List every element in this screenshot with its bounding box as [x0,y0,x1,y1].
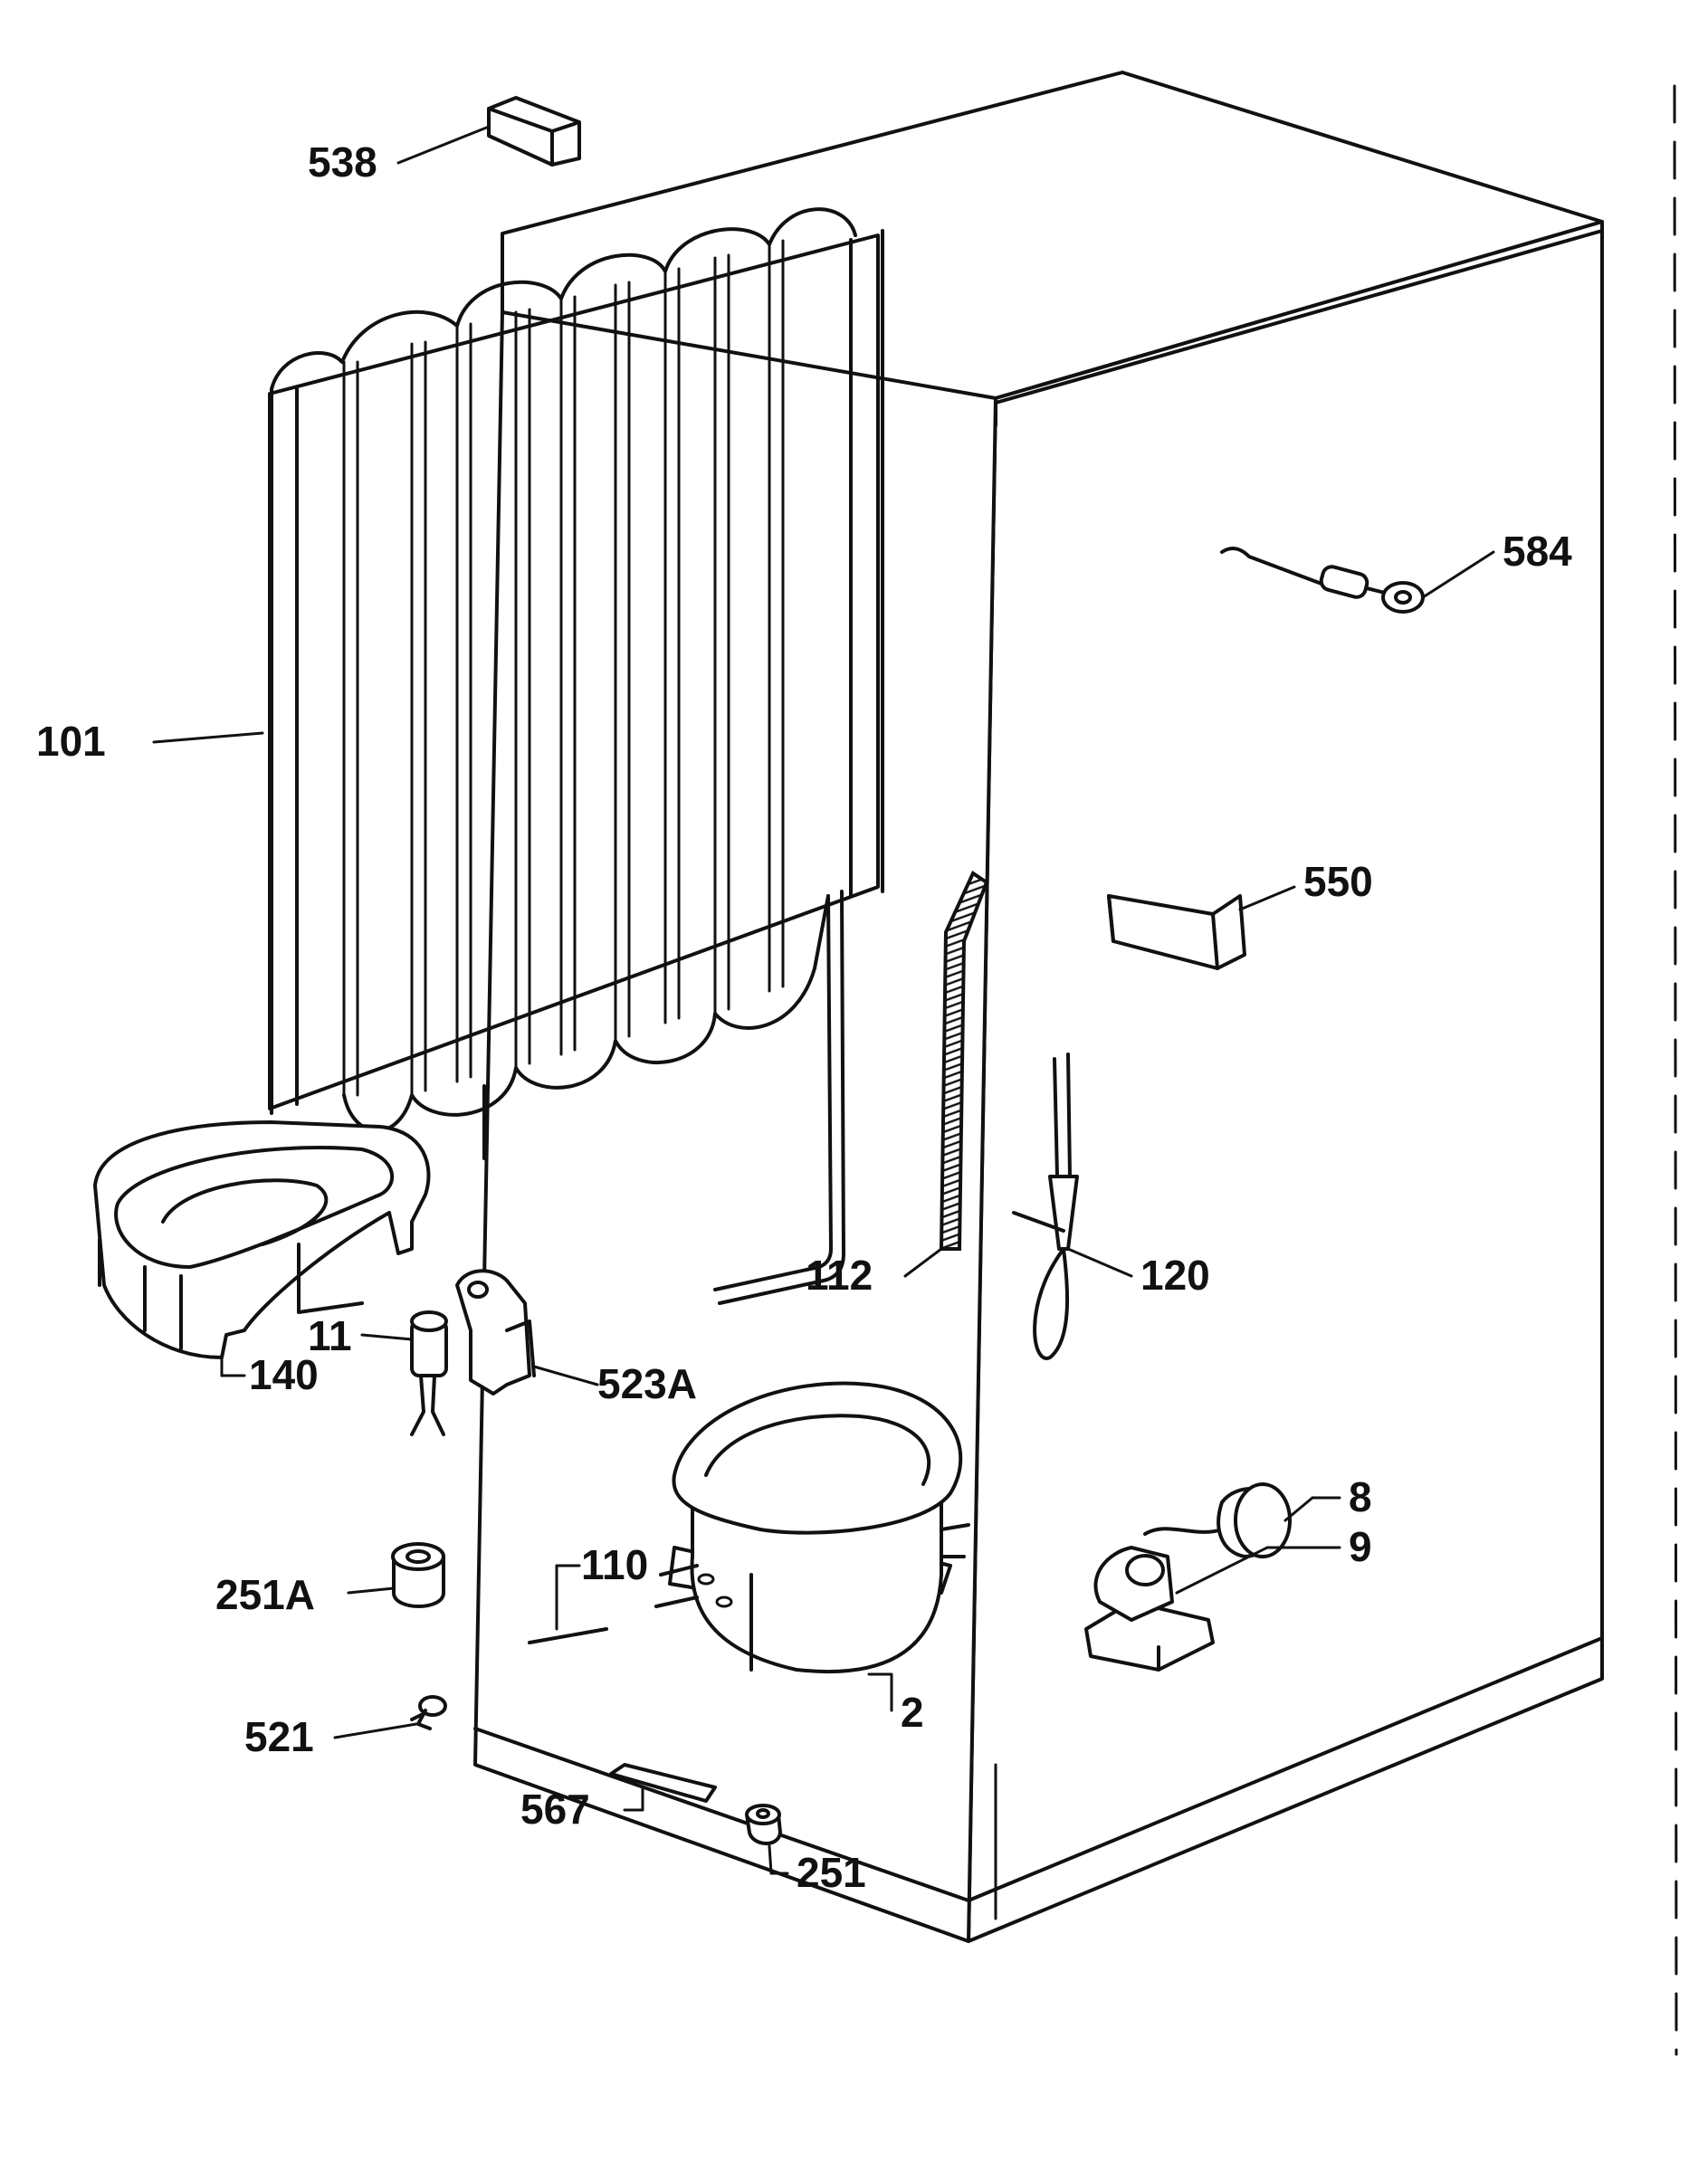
leader-lines [152,731,264,744]
label-251: 251 [797,1849,866,1896]
label-550: 550 [1303,858,1373,905]
part-9-starter [1084,1546,1341,1672]
part-251a-grommet [347,1542,445,1608]
label-101: 101 [36,718,106,765]
part-110-tube [528,1564,608,1644]
part-550-bracket [1107,885,1296,970]
label-120: 120 [1140,1252,1210,1299]
label-567: 567 [520,1786,590,1833]
label-112: 112 [806,1252,873,1299]
label-251a: 251A [215,1571,315,1618]
part-567-plate [609,1763,717,1812]
part-labels: 538 584 101 550 112 120 140 11 523A 8 9 … [36,138,1572,1896]
label-9: 9 [1349,1523,1372,1570]
part-584-cable [1220,547,1495,614]
label-584: 584 [1503,528,1572,575]
label-140: 140 [249,1351,319,1398]
label-11: 11 [308,1312,352,1359]
label-538: 538 [308,138,377,186]
part-120-thermostat [1012,1053,1133,1360]
part-523a-bracket [455,1269,599,1396]
part-8-overload [1143,1482,1341,1558]
label-521: 521 [244,1713,314,1760]
part-538-clip [396,96,581,167]
part-251-nut [745,1804,789,1875]
label-110: 110 [581,1541,648,1588]
label-523a: 523A [597,1360,697,1407]
condenser-coil [268,207,884,1305]
part-521-screw [333,1695,447,1739]
part-11-relay [360,1310,448,1436]
part-140-drip-tray [93,1120,431,1377]
label-8: 8 [1349,1473,1372,1520]
part-2-compressor [654,1381,970,1712]
part-112-hose [903,871,989,1278]
label-2: 2 [901,1689,924,1736]
